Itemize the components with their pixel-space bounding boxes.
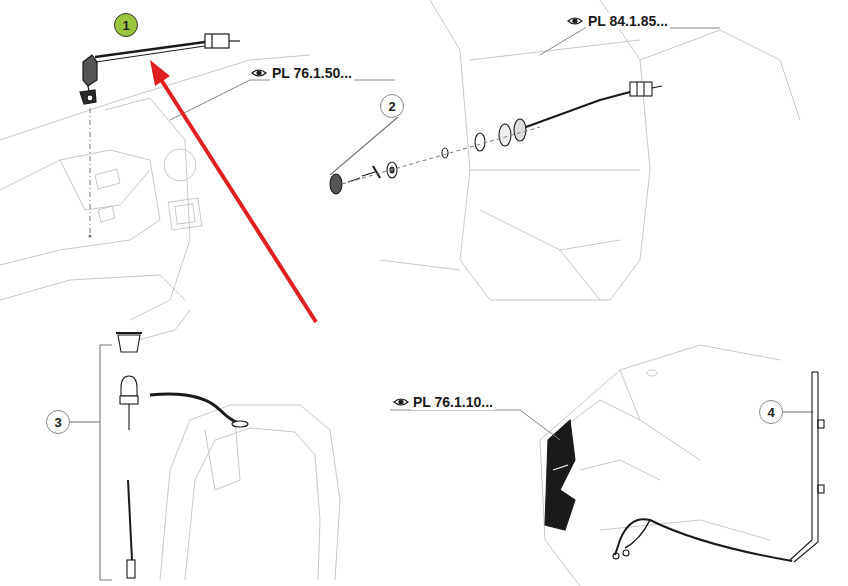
callout-circle: 2 — [380, 94, 404, 118]
callout-number: 2 — [388, 100, 395, 113]
callout-circle: 4 — [759, 400, 783, 424]
callout-circle: 3 — [46, 410, 70, 434]
page-reference: PL 76.1.50... — [270, 65, 354, 81]
page-reference: PL 84.1.85... — [586, 13, 670, 29]
callout-number: 1 — [122, 19, 129, 32]
page-reference: PL 76.1.10... — [411, 394, 495, 410]
callout-number: 3 — [54, 416, 61, 429]
callout-circle: 1 — [114, 13, 138, 37]
callout-number: 4 — [767, 406, 774, 419]
